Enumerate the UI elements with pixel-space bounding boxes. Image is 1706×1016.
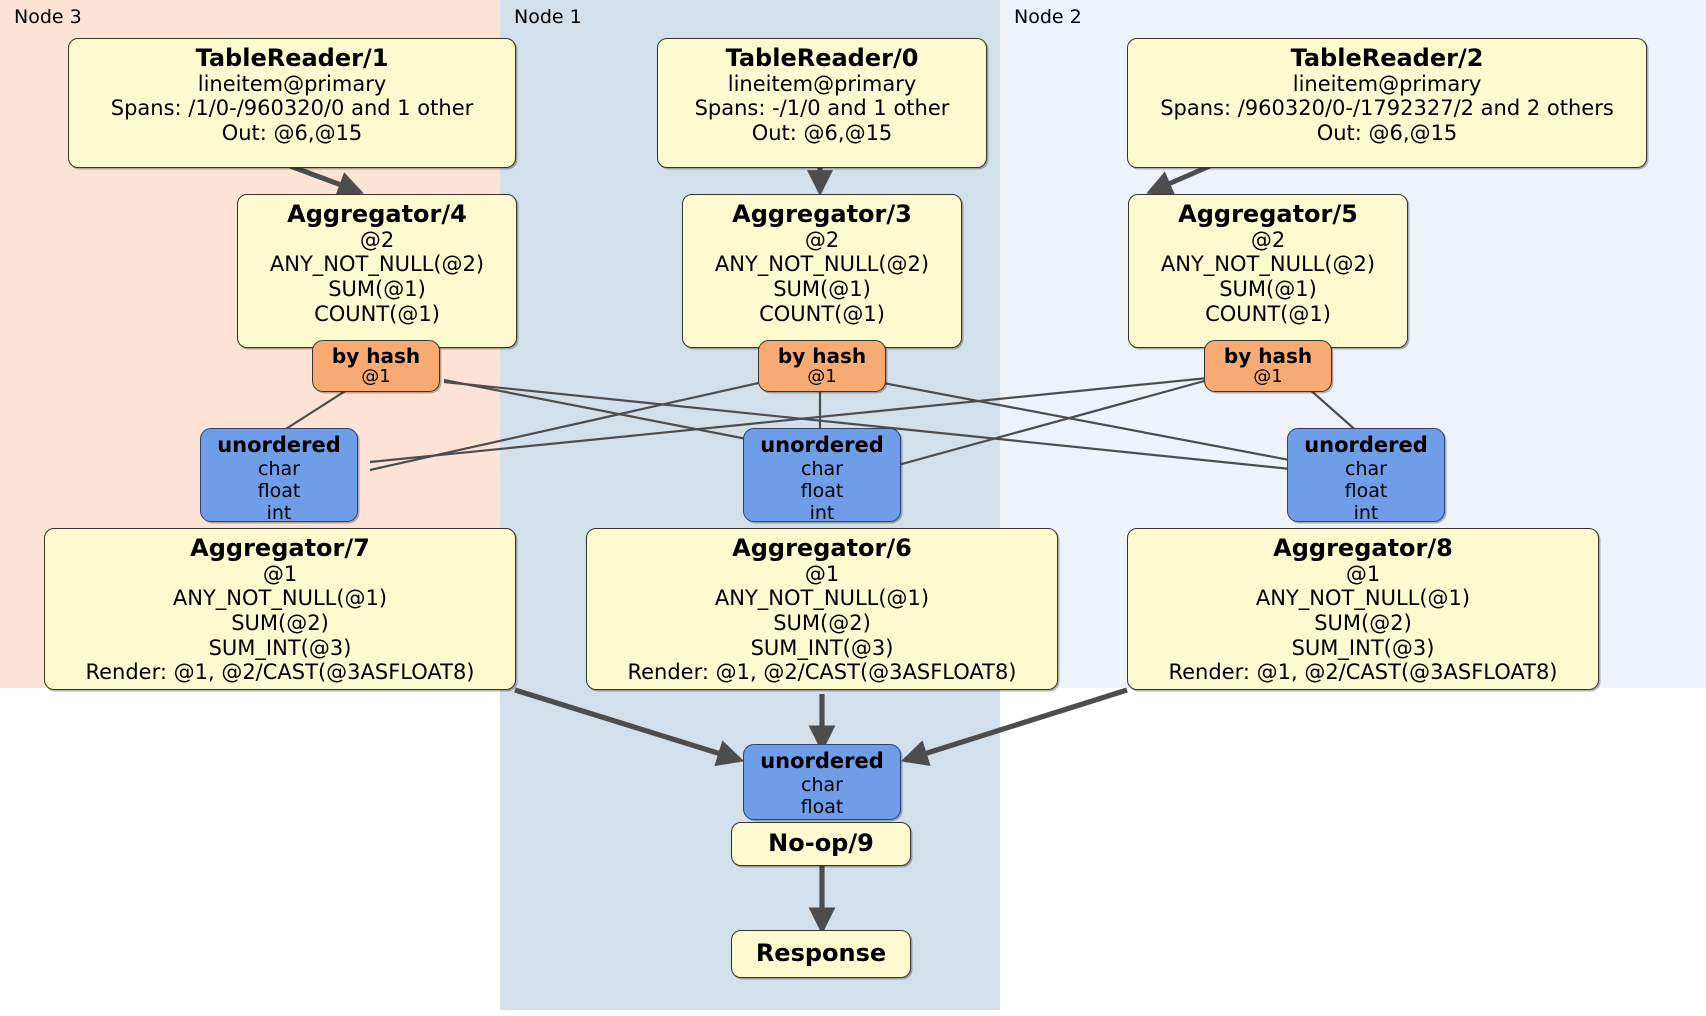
processor-response[interactable]: Response: [731, 930, 911, 978]
processor-detail: COUNT(@1): [759, 301, 885, 326]
processor-detail: ANY_NOT_NULL(@1): [172, 586, 388, 611]
processor-aggregator-7[interactable]: Aggregator/7 @1 ANY_NOT_NULL(@1) SUM(@2)…: [44, 528, 516, 690]
processor-detail: SUM(@1): [1219, 277, 1317, 302]
processor-detail: Out: @6,@15: [1316, 121, 1458, 146]
synchronizer-title: unordered: [1304, 433, 1428, 457]
processor-title: Aggregator/8: [1273, 534, 1453, 562]
processor-table-reader-1[interactable]: TableReader/1 lineitem@primary Spans: /1…: [68, 38, 516, 168]
processor-detail: @1: [804, 561, 840, 586]
router-detail: @1: [1253, 366, 1283, 387]
processor-render: Render: @1, @2/CAST(@3ASFLOAT8): [85, 660, 475, 685]
router-title: by hash: [331, 344, 421, 368]
processor-detail: @2: [359, 227, 395, 252]
synchronizer-unordered-node-2[interactable]: unordered char float int: [1287, 428, 1445, 524]
processor-detail: Spans: -/1/0 and 1 other: [694, 96, 950, 121]
processor-detail: SUM(@1): [773, 277, 871, 302]
processor-title: TableReader/0: [725, 44, 919, 72]
router-by-hash-node-2[interactable]: by hash @1: [1204, 340, 1332, 392]
processor-aggregator-4[interactable]: Aggregator/4 @2 ANY_NOT_NULL(@2) SUM(@1)…: [237, 194, 517, 348]
processor-detail: SUM_INT(@3): [208, 635, 352, 660]
synchronizer-unordered-final[interactable]: unordered char float: [743, 744, 901, 820]
processor-aggregator-3[interactable]: Aggregator/3 @2 ANY_NOT_NULL(@2) SUM(@1)…: [682, 194, 962, 348]
synchronizer-title: unordered: [760, 749, 884, 773]
router-by-hash-node-1[interactable]: by hash @1: [758, 340, 886, 392]
router-title: by hash: [1223, 344, 1313, 368]
processor-detail: SUM(@2): [773, 611, 871, 636]
processor-detail: lineitem@primary: [727, 71, 917, 96]
processor-aggregator-5[interactable]: Aggregator/5 @2 ANY_NOT_NULL(@2) SUM(@1)…: [1128, 194, 1408, 348]
processor-detail: SUM_INT(@3): [1291, 635, 1435, 660]
processor-detail: lineitem@primary: [197, 71, 387, 96]
processor-title: TableReader/1: [195, 44, 389, 72]
processor-table-reader-2[interactable]: TableReader/2 lineitem@primary Spans: /9…: [1127, 38, 1647, 168]
cluster-node-2-label: Node 2: [1014, 6, 1082, 28]
processor-detail: SUM_INT(@3): [750, 635, 894, 660]
processor-detail: Out: @6,@15: [221, 121, 363, 146]
synchronizer-type: float: [1344, 479, 1388, 502]
processor-title: No-op/9: [768, 829, 874, 858]
synchronizer-type: char: [801, 457, 843, 480]
synchronizer-type: int: [266, 501, 292, 524]
processor-aggregator-8[interactable]: Aggregator/8 @1 ANY_NOT_NULL(@1) SUM(@2)…: [1127, 528, 1599, 690]
processor-detail: COUNT(@1): [314, 301, 440, 326]
processor-detail: Spans: /1/0-/960320/0 and 1 other: [110, 96, 474, 121]
processor-title: Response: [755, 939, 887, 968]
router-by-hash-node-3[interactable]: by hash @1: [312, 340, 440, 392]
processor-detail: SUM(@1): [328, 277, 426, 302]
synchronizer-type: int: [809, 501, 835, 524]
processor-detail: @2: [1250, 227, 1286, 252]
processor-detail: Spans: /960320/0-/1792327/2 and 2 others: [1160, 96, 1614, 121]
processor-detail: SUM(@2): [231, 611, 329, 636]
synchronizer-title: unordered: [760, 433, 884, 457]
processor-detail: ANY_NOT_NULL(@2): [714, 252, 930, 277]
processor-render: Render: @1, @2/CAST(@3ASFLOAT8): [627, 660, 1017, 685]
synchronizer-type: int: [1353, 501, 1379, 524]
processor-detail: @1: [262, 561, 298, 586]
processor-title: Aggregator/5: [1178, 200, 1358, 228]
processor-detail: COUNT(@1): [1205, 301, 1331, 326]
synchronizer-unordered-node-1[interactable]: unordered char float int: [743, 428, 901, 524]
processor-detail: @1: [1345, 561, 1381, 586]
synchronizer-type: float: [257, 479, 301, 502]
cluster-node-3-label: Node 3: [14, 6, 82, 28]
processor-title: Aggregator/6: [732, 534, 912, 562]
synchronizer-type: char: [801, 773, 843, 796]
synchronizer-type: float: [800, 479, 844, 502]
processor-detail: Out: @6,@15: [751, 121, 893, 146]
processor-detail: ANY_NOT_NULL(@2): [269, 252, 485, 277]
processor-title: Aggregator/3: [732, 200, 912, 228]
synchronizer-title: unordered: [217, 433, 341, 457]
processor-detail: ANY_NOT_NULL(@1): [714, 586, 930, 611]
router-detail: @1: [807, 366, 837, 387]
synchronizer-unordered-node-3[interactable]: unordered char float int: [200, 428, 358, 524]
processor-noop-9[interactable]: No-op/9: [731, 822, 911, 866]
synchronizer-type: float: [800, 795, 844, 818]
synchronizer-type: char: [1345, 457, 1387, 480]
processor-detail: ANY_NOT_NULL(@1): [1255, 586, 1471, 611]
router-detail: @1: [361, 366, 391, 387]
processor-title: Aggregator/7: [190, 534, 370, 562]
processor-table-reader-0[interactable]: TableReader/0 lineitem@primary Spans: -/…: [657, 38, 987, 168]
processor-detail: lineitem@primary: [1292, 71, 1482, 96]
processor-aggregator-6[interactable]: Aggregator/6 @1 ANY_NOT_NULL(@1) SUM(@2)…: [586, 528, 1058, 690]
router-title: by hash: [777, 344, 867, 368]
processor-detail: SUM(@2): [1314, 611, 1412, 636]
synchronizer-type: char: [258, 457, 300, 480]
processor-title: Aggregator/4: [287, 200, 467, 228]
processor-title: TableReader/2: [1290, 44, 1484, 72]
processor-detail: @2: [804, 227, 840, 252]
cluster-node-1-label: Node 1: [514, 6, 582, 28]
processor-render: Render: @1, @2/CAST(@3ASFLOAT8): [1168, 660, 1558, 685]
processor-detail: ANY_NOT_NULL(@2): [1160, 252, 1376, 277]
